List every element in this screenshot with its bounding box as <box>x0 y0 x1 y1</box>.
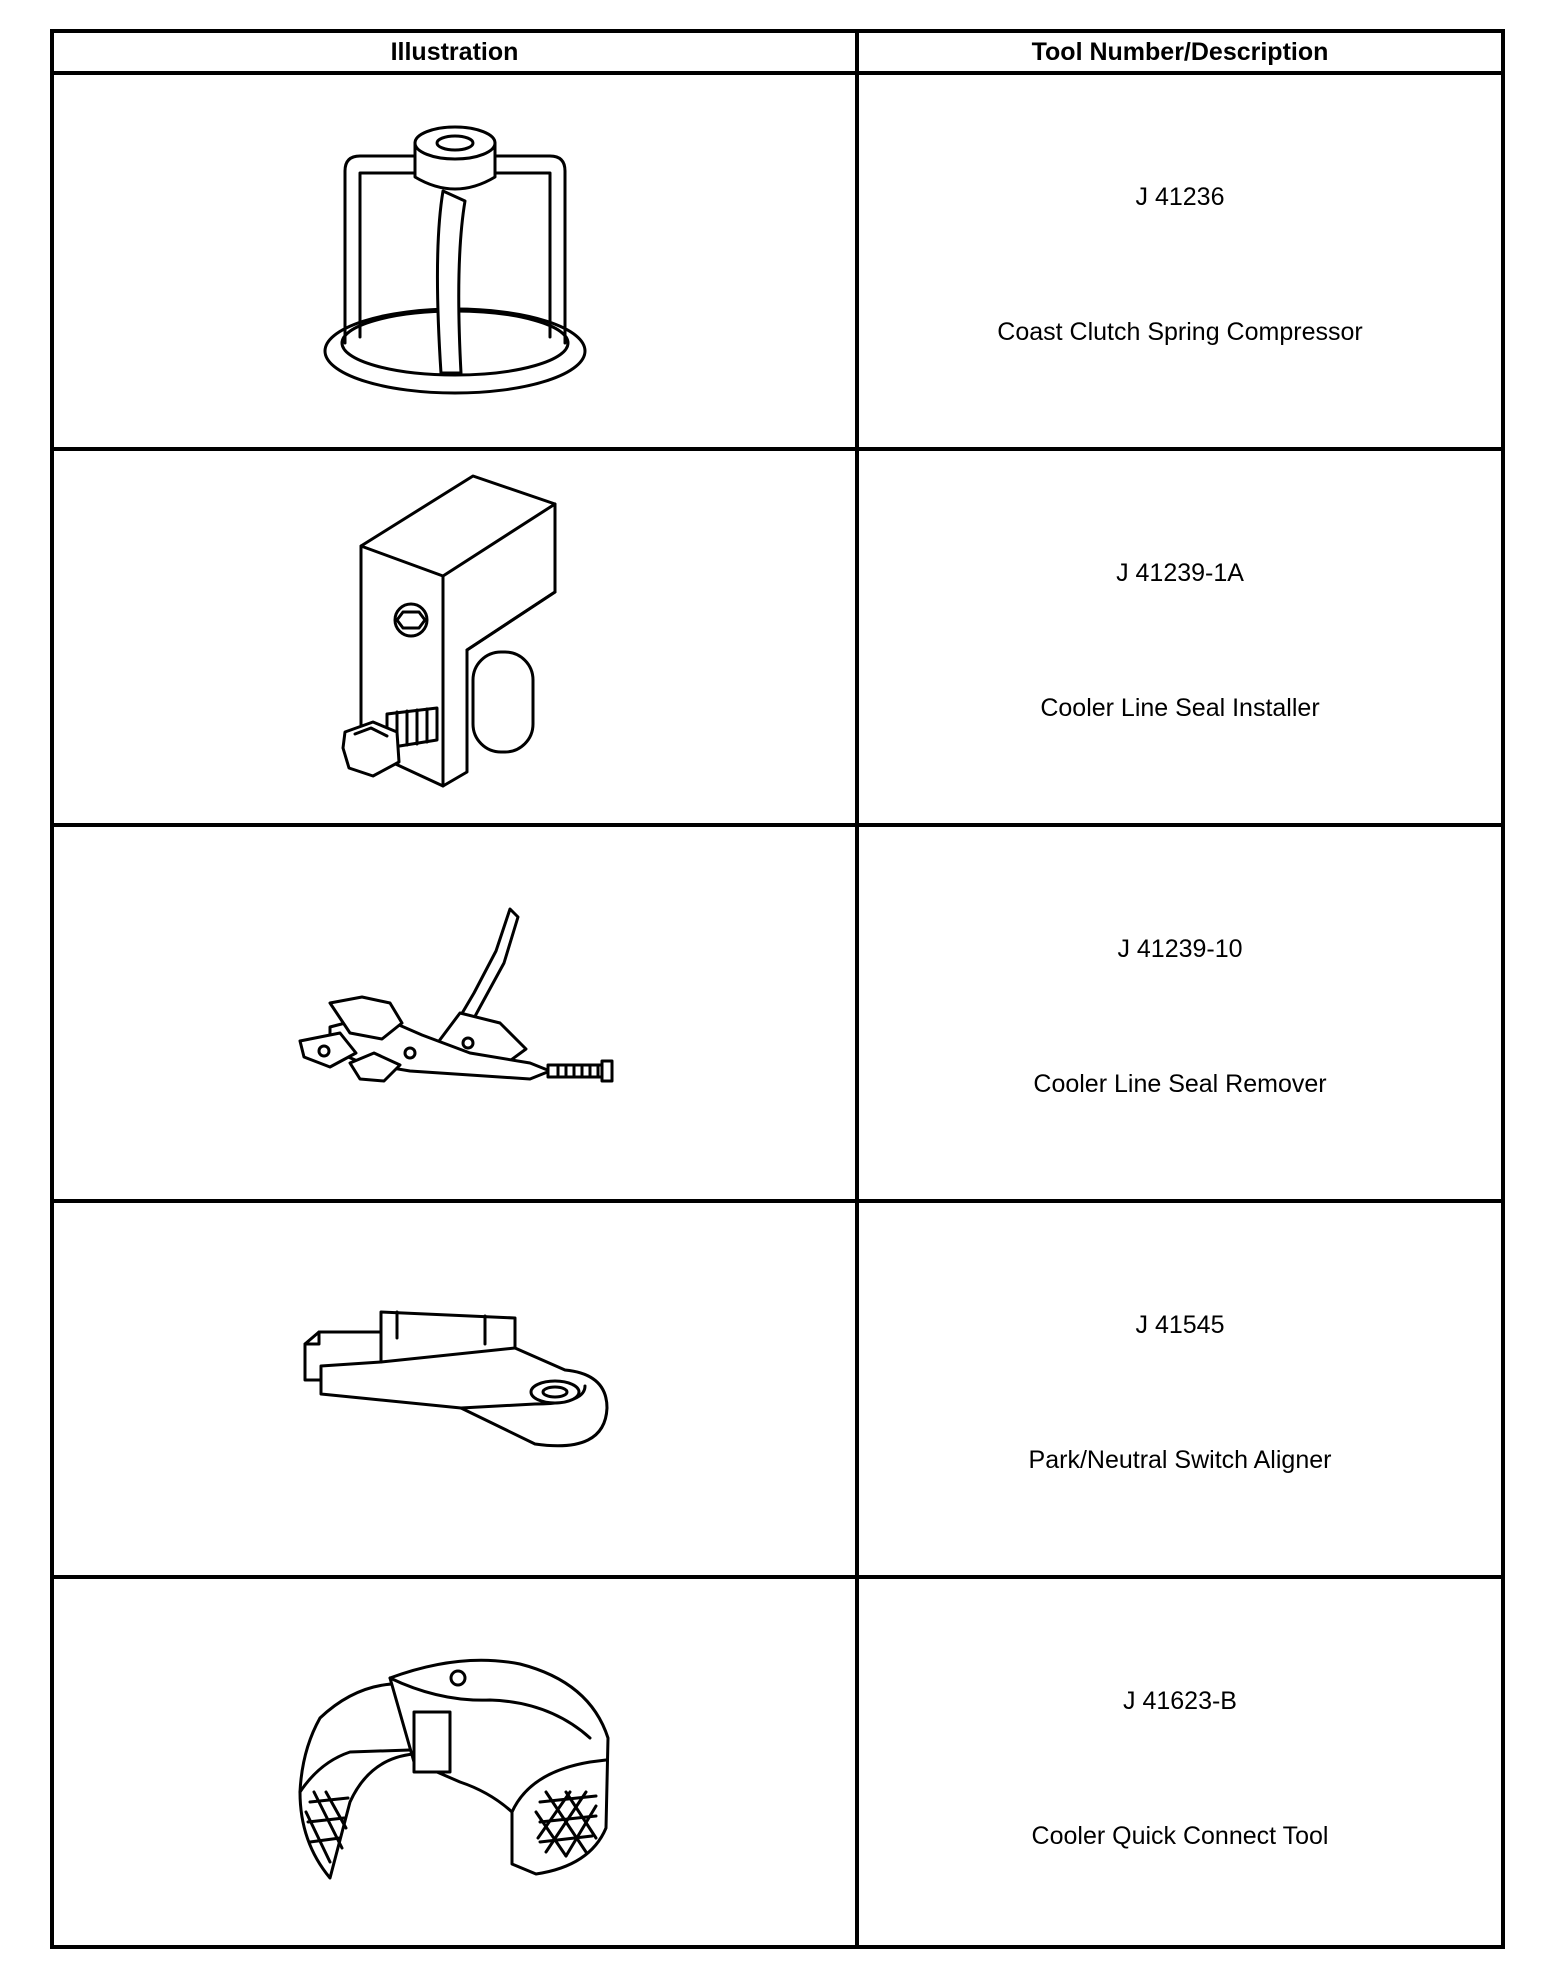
table-row: J 41236 Coast Clutch Spring Compressor <box>54 75 1501 451</box>
tools-table: Illustration Tool Number/Description J 4… <box>50 29 1505 1949</box>
tool-cell: J 41239-1A Cooler Line Seal Installer <box>859 451 1501 823</box>
tool-cell: J 41623-B Cooler Quick Connect Tool <box>859 1579 1501 1955</box>
seal-installer-icon <box>54 451 855 823</box>
spring-compressor-icon <box>54 75 855 447</box>
table-row: J 41239-10 Cooler Line Seal Remover <box>54 827 1501 1203</box>
tool-number: J 41239-10 <box>1117 935 1243 963</box>
table-row: J 41239-1A Cooler Line Seal Installer <box>54 451 1501 827</box>
tool-description: Cooler Quick Connect Tool <box>1031 1822 1329 1850</box>
tool-description: Cooler Line Seal Installer <box>1040 694 1320 722</box>
column-divider <box>855 33 859 1945</box>
table-header: Illustration Tool Number/Description <box>54 33 1501 75</box>
seal-remover-pliers-icon <box>54 827 855 1199</box>
table-row: J 41545 Park/Neutral Switch Aligner <box>54 1203 1501 1579</box>
table-row: J 41623-B Cooler Quick Connect Tool <box>54 1579 1501 1955</box>
quick-connect-tool-icon <box>54 1579 855 1955</box>
tool-description: Park/Neutral Switch Aligner <box>1028 1446 1332 1474</box>
header-tool-number-description: Tool Number/Description <box>1031 37 1329 66</box>
tool-number: J 41239-1A <box>1116 559 1244 587</box>
switch-aligner-icon <box>54 1203 855 1575</box>
tool-description: Coast Clutch Spring Compressor <box>997 318 1363 346</box>
tool-description: Cooler Line Seal Remover <box>1033 1070 1327 1098</box>
header-illustration: Illustration <box>390 37 519 66</box>
tool-number: J 41545 <box>1135 1311 1225 1339</box>
tool-cell: J 41239-10 Cooler Line Seal Remover <box>859 827 1501 1199</box>
tool-cell: J 41545 Park/Neutral Switch Aligner <box>859 1203 1501 1575</box>
tool-number: J 41623-B <box>1123 1687 1237 1715</box>
tool-cell: J 41236 Coast Clutch Spring Compressor <box>859 75 1501 447</box>
tool-number: J 41236 <box>1135 183 1225 211</box>
